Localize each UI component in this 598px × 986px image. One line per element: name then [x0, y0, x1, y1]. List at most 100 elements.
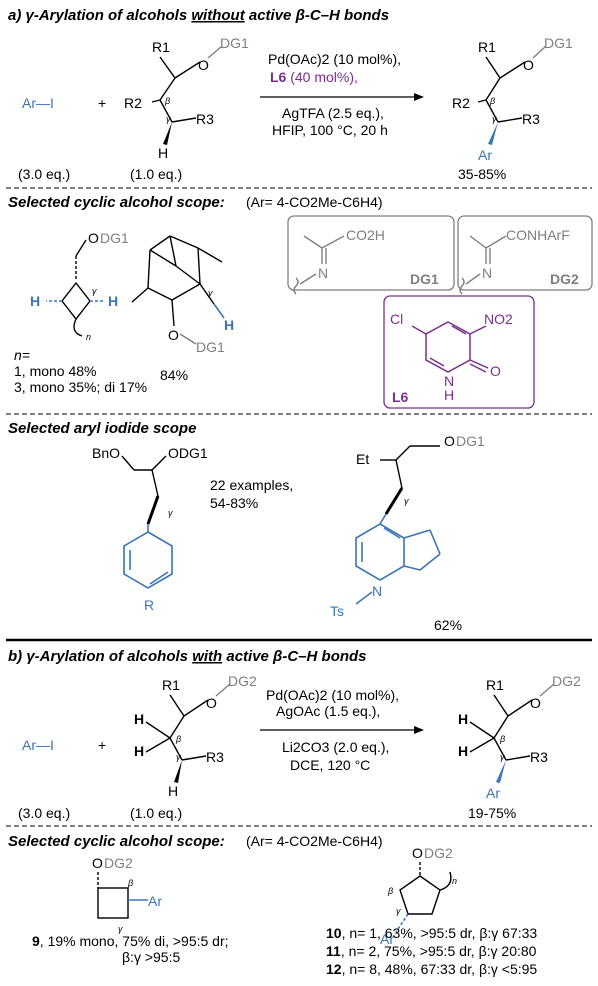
aryl-product-1: BnO ODG1 γ R — [92, 445, 208, 613]
svg-text:O: O — [88, 230, 99, 246]
svg-text:H: H — [458, 711, 468, 727]
svg-text:ODG1: ODG1 — [168, 445, 208, 461]
cyclopentane-b: O DG2 n β γ Ar — [380, 845, 457, 947]
svg-text:H: H — [444, 387, 454, 403]
svg-text:DG2: DG2 — [552, 673, 581, 689]
svg-text:DG2: DG2 — [424, 845, 453, 861]
svg-text:Ar: Ar — [486, 785, 500, 801]
svg-text:H: H — [30, 293, 40, 309]
compound-12: 12, n= 8, 48%, 67:33 dr, β:γ <5:95 — [326, 961, 537, 977]
dg2-box: CONHArF N DG2 — [457, 215, 593, 295]
svg-text:H: H — [158, 145, 168, 161]
yield-a: 35-85% — [458, 166, 506, 182]
svg-text:NO2: NO2 — [484, 311, 513, 327]
svg-text:Cl: Cl — [390, 311, 403, 327]
svg-text:O: O — [92, 855, 103, 871]
svg-text:γ: γ — [500, 752, 505, 762]
cond-a-4: HFIP, 100 °C, 20 h — [272, 122, 388, 138]
indole-product: O DG1 Et γ N Ts — [330, 433, 485, 619]
svg-text:R1: R1 — [162, 677, 180, 693]
svg-text:O: O — [530, 695, 541, 711]
cyclic-a-heading: Selected cyclic alcohol scope: — [8, 194, 225, 211]
svg-text:γ: γ — [92, 286, 97, 296]
svg-text:γ: γ — [168, 508, 173, 518]
aryl-examples: 22 examples, — [210, 477, 293, 493]
svg-text:n: n — [452, 876, 457, 886]
svg-text:R1: R1 — [486, 677, 504, 693]
compound-9: 9, 19% mono, 75% di, >95:5 dr; — [32, 933, 229, 949]
indole-yield: 62% — [434, 617, 462, 633]
svg-text:BnO: BnO — [92, 445, 120, 461]
svg-text:R1: R1 — [152, 39, 170, 55]
cond-b-3: Li2CO3 (2.0 eq.), — [282, 739, 389, 755]
svg-text:DG1: DG1 — [544, 35, 573, 51]
cyclic-a-line2: 3, mono 35%; di 17% — [14, 379, 147, 395]
cond-b-2: AgOAc (1.5 eq.), — [276, 703, 380, 719]
cyclic-a-line1: 1, mono 48% — [14, 363, 97, 379]
svg-text:CONHArF: CONHArF — [506, 227, 570, 243]
svg-text:γ: γ — [492, 114, 497, 124]
svg-text:H: H — [224, 317, 234, 333]
svg-text:DG1: DG1 — [100, 230, 129, 246]
svg-text:DG1: DG1 — [220, 35, 249, 51]
svg-text:γ: γ — [176, 752, 181, 762]
dg1-box: CO2H N DG1 — [287, 215, 455, 295]
svg-text:R2: R2 — [452, 95, 470, 111]
svg-text:β: β — [127, 878, 133, 888]
cond-b-4: DCE, 120 °C — [290, 757, 370, 773]
compound-9-ratio: β:γ >95:5 — [122, 949, 180, 965]
panel-b-title: b) γ-Arylation of alcohols with active β… — [8, 648, 367, 665]
plus-sign-b: + — [98, 737, 106, 753]
cond-a-3: AgTFA (2.5 eq.), — [282, 105, 384, 121]
svg-text:n: n — [86, 332, 91, 342]
svg-text:H: H — [108, 293, 118, 309]
svg-text:H: H — [168, 783, 178, 799]
product-a: R1 O DG1 R2 β γ R3 Ar — [452, 35, 573, 163]
substrate-b: R1 O DG2 H H β γ R3 H — [134, 673, 257, 799]
svg-text:O: O — [490, 363, 501, 379]
svg-text:R: R — [144, 597, 154, 613]
svg-text:N: N — [372, 583, 382, 599]
svg-text:O: O — [412, 845, 423, 861]
svg-text:H: H — [458, 743, 468, 759]
svg-text:DG1: DG1 — [196, 339, 225, 355]
aryl-iodide-left-b: Ar—I — [22, 737, 54, 753]
svg-text:γ: γ — [396, 906, 401, 916]
svg-text:R3: R3 — [196, 111, 214, 127]
substrate-a: R1 O DG1 R2 β γ R3 H — [124, 35, 249, 161]
plus-sign: + — [98, 95, 106, 111]
svg-text:O: O — [206, 695, 217, 711]
aryl-iodide-left: Ar—I — [22, 95, 54, 111]
svg-text:DG2: DG2 — [550, 271, 579, 287]
svg-text:β: β — [387, 886, 393, 896]
svg-text:R3: R3 — [530, 749, 548, 765]
product-b: R1 O DG2 H H β γ R3 Ar — [458, 673, 581, 801]
svg-text:R3: R3 — [206, 749, 224, 765]
cyclobutane-b: O DG2 β Ar γ — [92, 855, 162, 934]
camphor-yield: 84% — [160, 367, 188, 383]
n-label: n= — [14, 347, 30, 363]
svg-text:β: β — [164, 96, 170, 106]
bicyclic-a: γ H O DG1 — [131, 235, 234, 355]
svg-text:O: O — [444, 433, 455, 449]
cyclic-b-heading: Selected cyclic alcohol scope: — [8, 833, 225, 850]
yield-b: 19-75% — [468, 805, 516, 821]
svg-text:Ar: Ar — [478, 147, 492, 163]
svg-text:Ar: Ar — [148, 893, 162, 909]
svg-text:H: H — [134, 711, 144, 727]
svg-text:N: N — [318, 265, 328, 281]
svg-text:N: N — [482, 265, 492, 281]
svg-text:β: β — [175, 734, 181, 744]
svg-text:γ: γ — [118, 924, 123, 934]
eq-b-mid: (1.0 eq.) — [130, 805, 182, 821]
l6-box: Cl NO2 O N H L6 — [383, 295, 535, 409]
aryl-range: 54-83% — [210, 495, 258, 511]
cond-a-1: Pd(OAc)2 (10 mol%), — [268, 51, 401, 67]
cyclobutane-a: O DG1 H H γ n — [30, 230, 129, 342]
cyclic-a-note: (Ar= 4-CO2Me-C6H4) — [246, 194, 383, 210]
svg-text:O: O — [523, 57, 534, 73]
svg-text:R1: R1 — [478, 39, 496, 55]
cyclic-b-note: (Ar= 4-CO2Me-C6H4) — [246, 833, 383, 849]
svg-text:DG2: DG2 — [104, 855, 133, 871]
svg-text:L6: L6 — [392, 389, 409, 405]
